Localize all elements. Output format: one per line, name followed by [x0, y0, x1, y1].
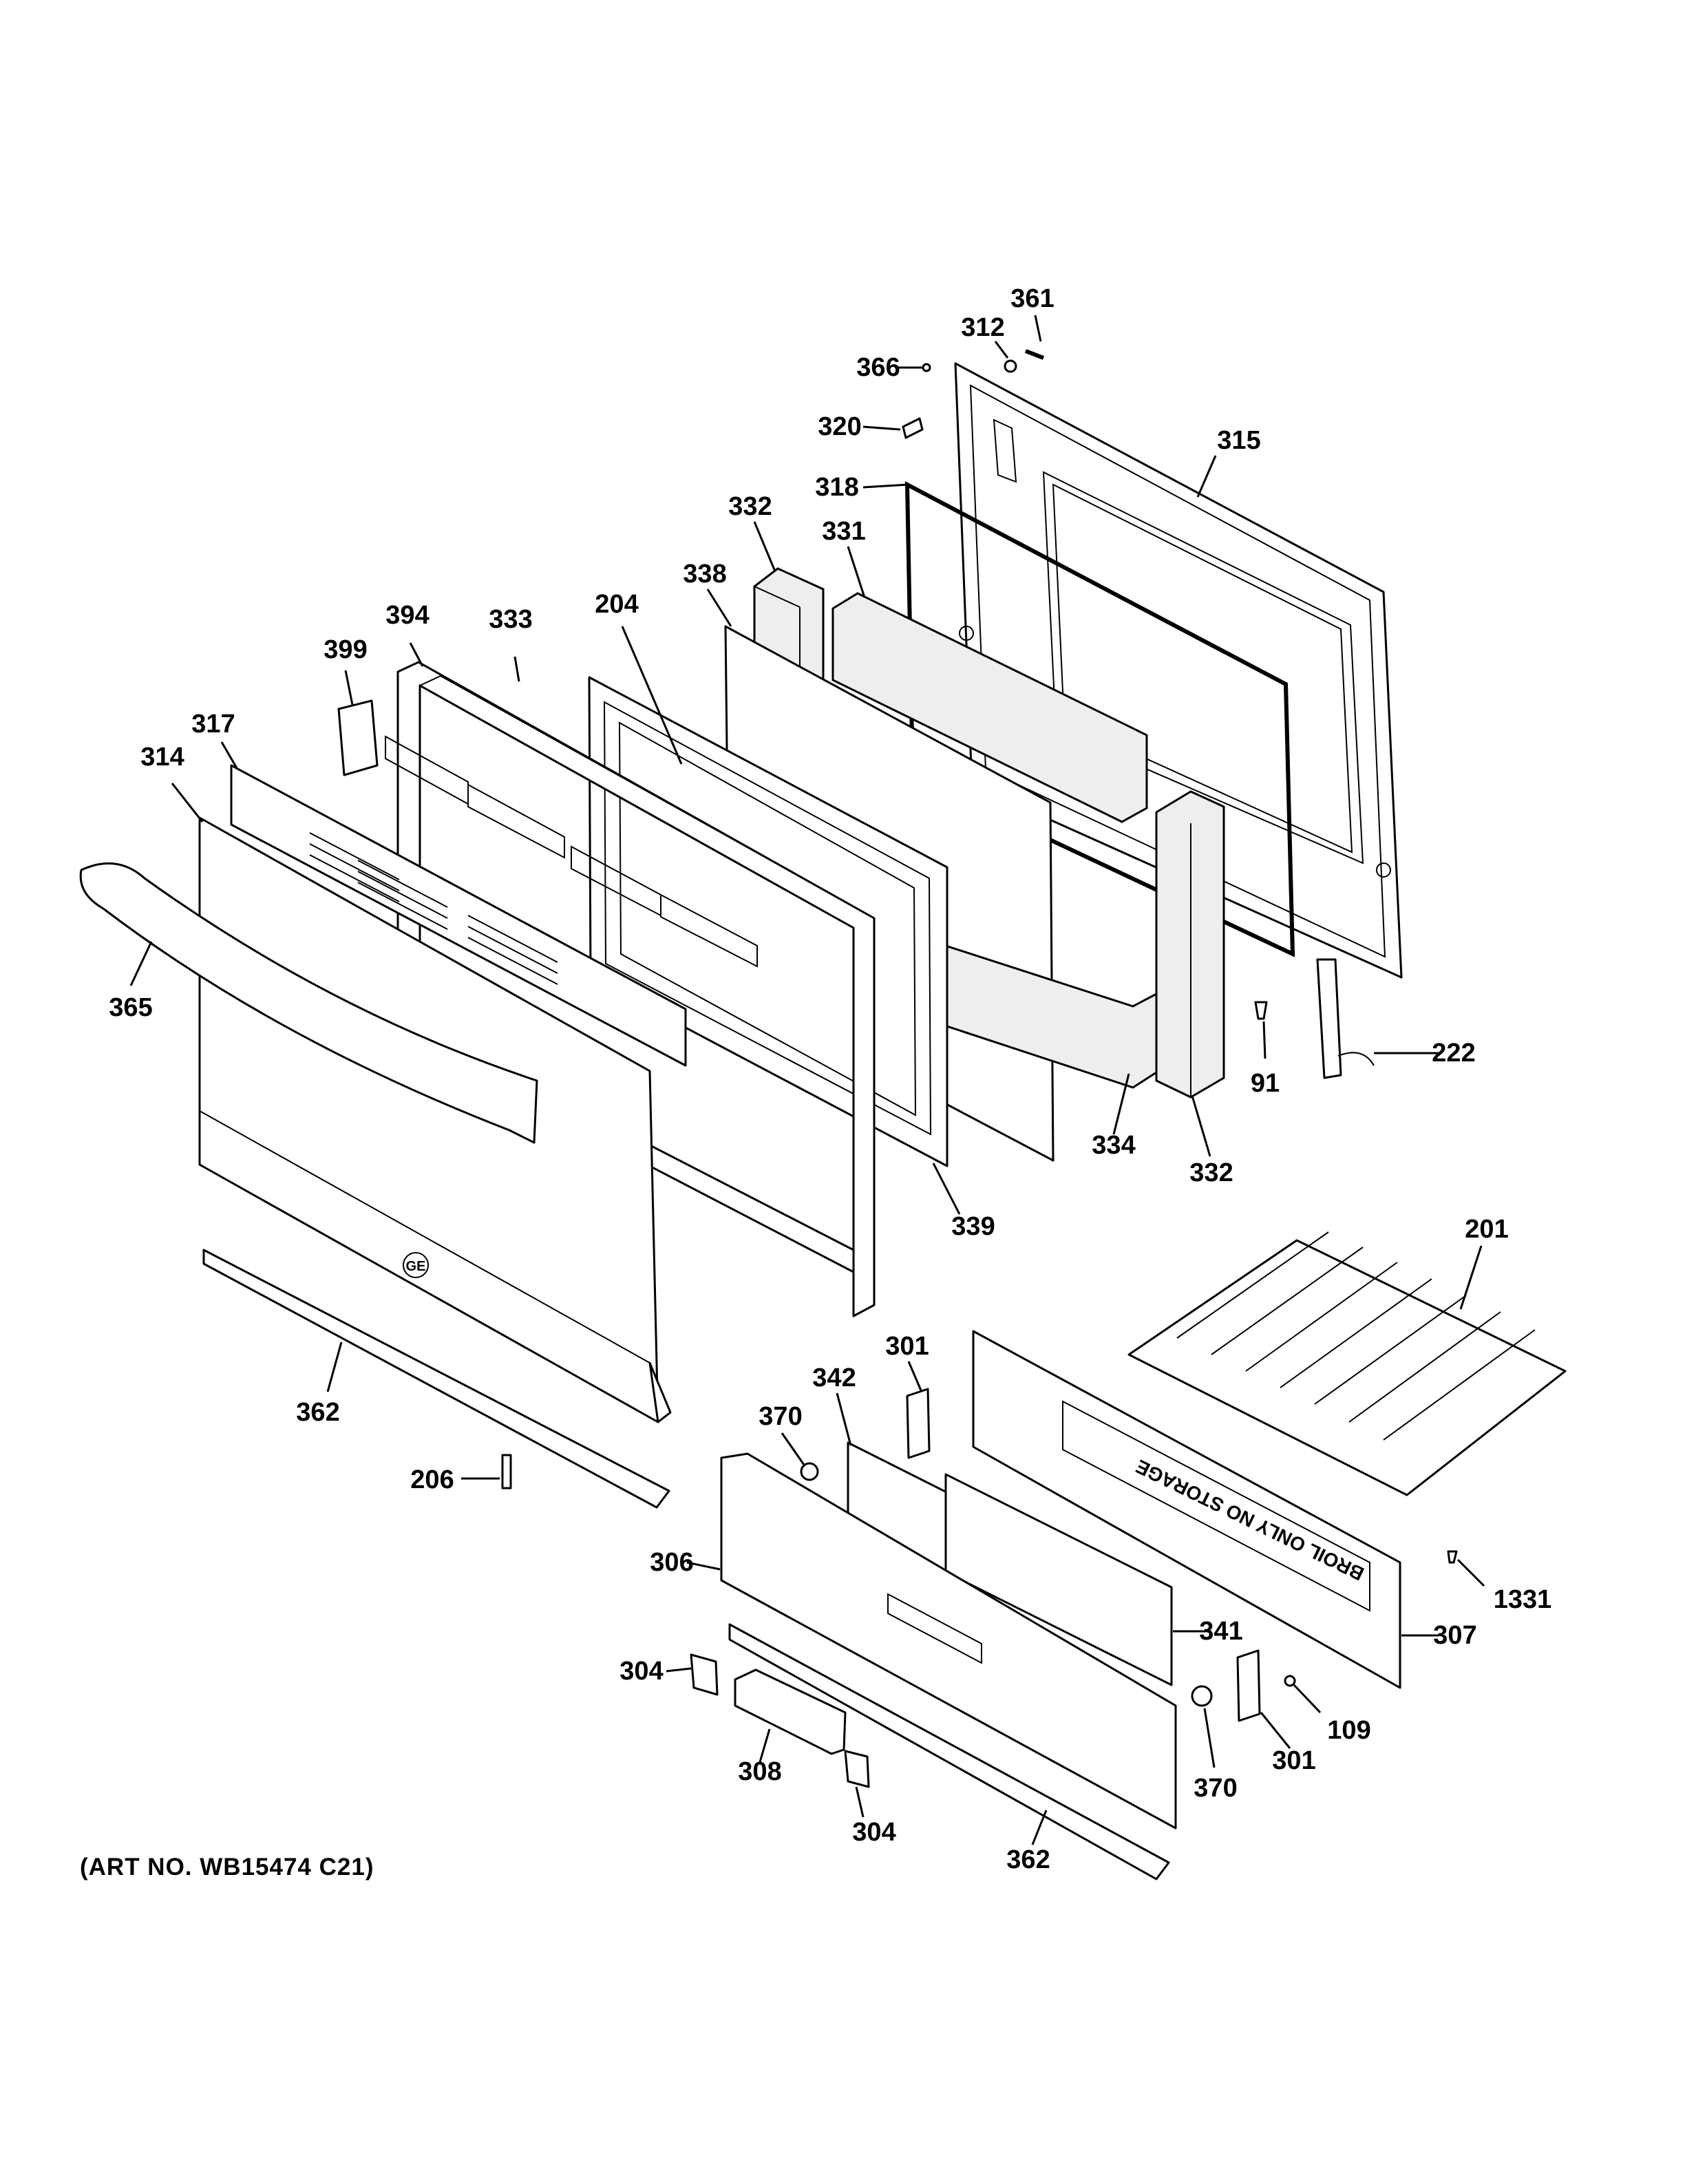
bracket-304-lower	[844, 1750, 870, 1788]
screw-1331	[1447, 1550, 1458, 1564]
bumper-370-lower	[1191, 1685, 1213, 1707]
hinge-hook-222	[1337, 1052, 1375, 1066]
callout-222: 222	[1432, 1039, 1475, 1068]
drawer-panel-341	[944, 1473, 1173, 1686]
callout-314: 314	[140, 743, 184, 772]
callout-342: 342	[812, 1364, 856, 1392]
callout-366: 366	[856, 353, 900, 382]
drawer-slide-301-lower	[1236, 1649, 1261, 1722]
callout-206: 206	[410, 1465, 454, 1494]
callout-307: 307	[1433, 1621, 1476, 1650]
callout-318: 318	[815, 473, 858, 502]
bracket-399	[337, 699, 379, 776]
brand-badge-text: GE	[406, 1259, 426, 1274]
callout-91: 91	[1251, 1069, 1280, 1098]
callout-301-upper: 301	[885, 1332, 929, 1361]
callout-361: 361	[1010, 284, 1054, 313]
insulation-331	[831, 592, 1148, 823]
callout-399: 399	[324, 635, 367, 664]
callout-362-upper: 362	[296, 1398, 339, 1427]
ge-badge: GE	[403, 1252, 429, 1278]
callout-332-lower: 332	[1189, 1158, 1233, 1187]
callout-331: 331	[822, 517, 865, 546]
screw-91	[1254, 1001, 1268, 1020]
bumper-370-upper	[800, 1462, 819, 1481]
callout-320: 320	[818, 412, 861, 441]
callout-370-upper: 370	[759, 1402, 802, 1431]
leader-lines	[129, 315, 1485, 1845]
callout-370-lower: 370	[1194, 1774, 1237, 1803]
callout-341: 341	[1199, 1617, 1242, 1646]
drawer-slide-301-upper	[906, 1388, 931, 1459]
callout-201: 201	[1465, 1215, 1508, 1244]
trim-strip-362-upper	[202, 1249, 670, 1509]
callout-312: 312	[961, 313, 1004, 342]
trim-strip-362-lower	[728, 1623, 1170, 1880]
callout-334: 334	[1092, 1131, 1135, 1160]
vent-panel-317	[230, 764, 687, 1067]
callout-338: 338	[683, 560, 726, 589]
broiler-rack-201	[1127, 1231, 1567, 1496]
door-frame-394	[385, 661, 876, 1317]
callout-317: 317	[191, 710, 235, 739]
insulation-332-lower	[1155, 790, 1225, 1099]
small-hardware-top	[902, 349, 1045, 439]
callout-301-lower: 301	[1272, 1746, 1315, 1775]
callout-labels: 361 312 366 320 315 318 332 331 338 394 …	[109, 284, 1551, 1874]
callout-109: 109	[1327, 1716, 1370, 1745]
drawer-front-306	[720, 1452, 1177, 1830]
callout-1331: 1331	[1494, 1585, 1552, 1614]
callout-365: 365	[109, 993, 152, 1022]
callout-362-lower: 362	[1006, 1845, 1050, 1874]
fastener-109	[1284, 1675, 1296, 1687]
callout-304-lower: 304	[852, 1818, 896, 1847]
callout-339: 339	[951, 1212, 995, 1241]
callout-308: 308	[738, 1757, 781, 1786]
hinge-222	[1316, 958, 1342, 1079]
callout-333: 333	[489, 605, 532, 634]
callout-332-upper: 332	[728, 492, 772, 521]
bracket-304-upper	[690, 1653, 719, 1696]
art-number: (ART NO. WB15474 C21)	[80, 1854, 374, 1880]
outer-door-glass-314	[198, 816, 672, 1423]
drawer-handle-308	[734, 1668, 847, 1755]
callout-306: 306	[650, 1548, 693, 1577]
door-handle-365	[79, 862, 538, 1144]
screw-206	[501, 1454, 512, 1489]
callout-315: 315	[1217, 426, 1260, 455]
callout-394: 394	[385, 601, 429, 630]
callout-204: 204	[595, 590, 638, 619]
callout-304-upper: 304	[619, 1657, 663, 1686]
